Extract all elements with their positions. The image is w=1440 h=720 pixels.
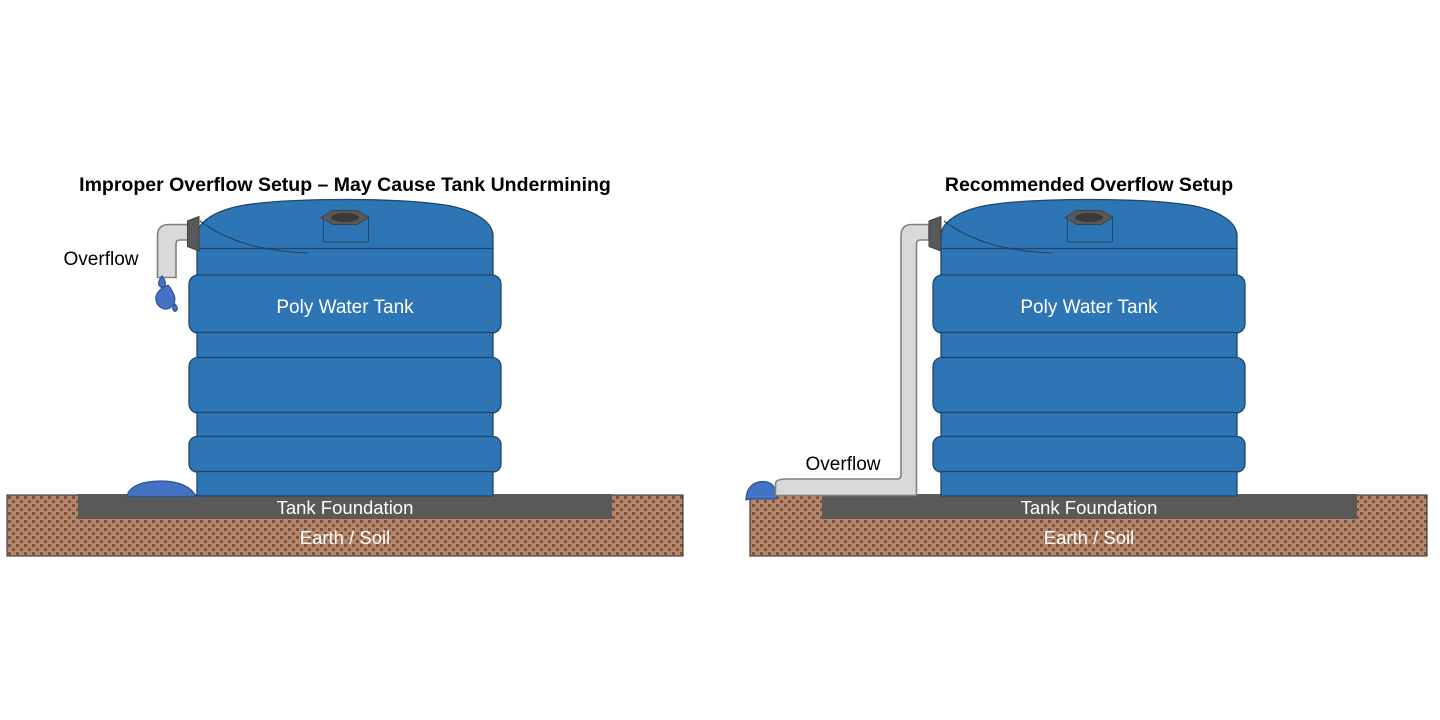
improper-setup-diagram: Improper Overflow Setup – May Cause Tank… [6, 174, 684, 557]
water-puddle-icon [745, 480, 778, 501]
foundation-label: Tank Foundation [1021, 497, 1158, 518]
water-drips-icon [155, 275, 178, 313]
overflow-label: Overflow [64, 249, 139, 270]
overflow-label: Overflow [806, 454, 881, 475]
recommended-setup-diagram: Recommended Overflow Setup O [745, 174, 1428, 557]
pipe-connector [187, 215, 200, 252]
poly-water-tank [932, 198, 1246, 497]
tank-foundation-slab [78, 494, 612, 519]
improper-setup-title: Improper Overflow Setup – May Cause Tank… [79, 174, 611, 196]
tank-label: Poly Water Tank [1020, 297, 1158, 318]
tank-lid-icon [1064, 210, 1114, 243]
tank-foundation-slab [822, 494, 1357, 519]
overflow-pipe [774, 223, 930, 497]
foundation-label: Tank Foundation [277, 497, 414, 518]
overflow-pipe [156, 223, 189, 279]
recommended-setup-title: Recommended Overflow Setup [945, 174, 1233, 196]
soil-label: Earth / Soil [1044, 527, 1135, 548]
water-puddle-icon [126, 480, 197, 498]
poly-water-tank [188, 198, 502, 497]
tank-label: Poly Water Tank [276, 297, 414, 318]
tank-lid-icon [320, 210, 370, 243]
soil-label: Earth / Soil [300, 527, 391, 548]
pipe-connector [928, 215, 942, 252]
